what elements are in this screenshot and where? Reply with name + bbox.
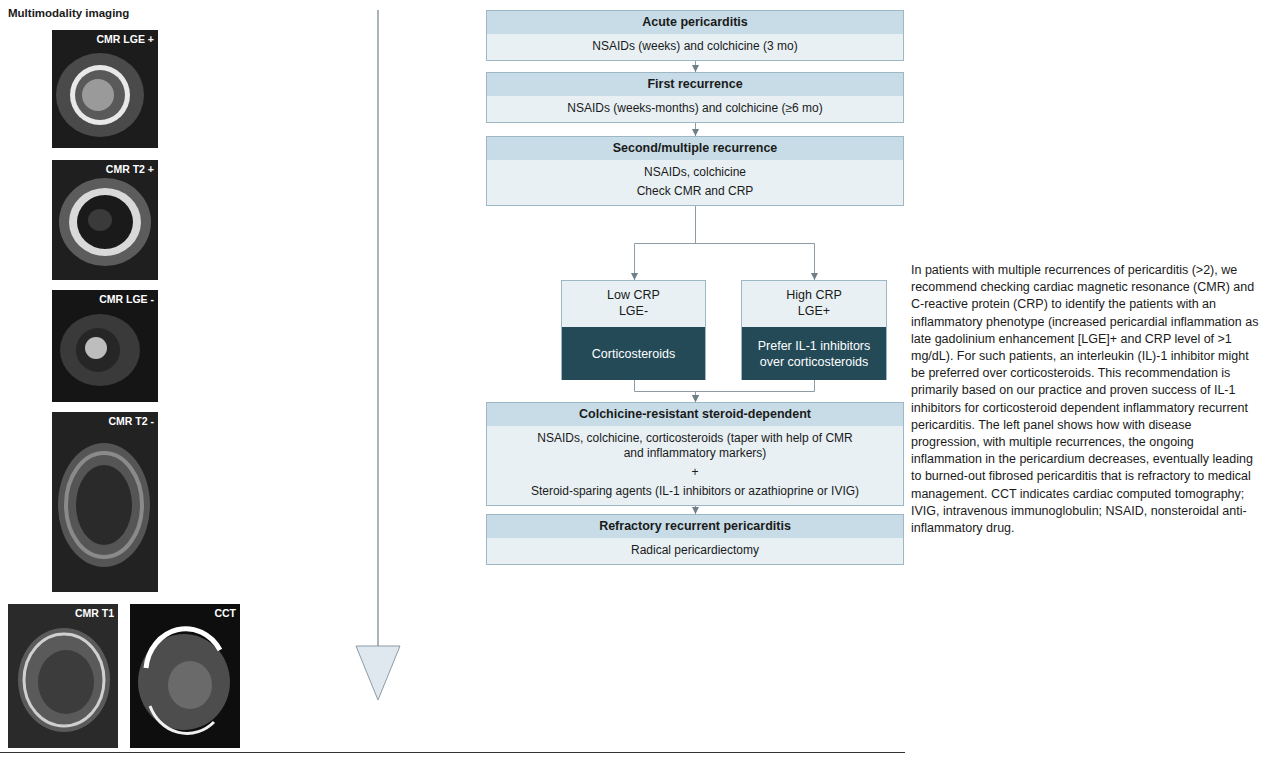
connector-arrow xyxy=(635,380,696,402)
section-label: Multimodality imaging xyxy=(8,7,208,19)
progression-arrow xyxy=(356,10,400,700)
box-heading: Colchicine-resistant steroid-dependent xyxy=(487,403,903,426)
box-body: NSAIDs, colchicine, corticosteroids (tap… xyxy=(487,426,903,463)
figure-caption: In patients with multiple recurrences of… xyxy=(911,262,1261,537)
mri-image xyxy=(52,160,158,280)
branch-box: High CRPLGE+ Prefer IL-1 inhibitors over … xyxy=(741,280,887,380)
box-body: Steroid-sparing agents (IL-1 inhibitors … xyxy=(487,482,903,505)
mri-image xyxy=(8,604,118,748)
process-box: Acute pericarditisNSAIDs (weeks) and col… xyxy=(486,10,904,61)
image-label: CMR LGE + xyxy=(52,33,154,45)
box-text: Low CRP xyxy=(562,281,705,303)
image-label: CMR T1 xyxy=(8,607,114,619)
box-heading: First recurrence xyxy=(487,73,903,96)
connector-arrow xyxy=(696,380,815,402)
branch-box: Low CRPLGE- Corticosteroids xyxy=(561,280,706,380)
box-heading: Second/multiple recurrence xyxy=(487,137,903,160)
process-box: Second/multiple recurrenceNSAIDs, colchi… xyxy=(486,136,904,206)
image-label: CCT xyxy=(130,607,236,619)
connector-arrow xyxy=(695,506,696,514)
box-text: Prefer IL-1 inhibitors over corticostero… xyxy=(742,334,886,374)
treatment-box: Prefer IL-1 inhibitors over corticostero… xyxy=(742,327,886,380)
process-box: Refractory recurrent pericarditisRadical… xyxy=(486,514,904,565)
connector-arrow xyxy=(695,123,696,136)
box-text: LGE+ xyxy=(742,303,886,319)
connector-arrow xyxy=(635,206,696,280)
mri-image xyxy=(52,412,158,592)
connector-arrow xyxy=(695,61,696,72)
box-body: NSAIDs (weeks) and colchicine (3 mo) xyxy=(487,34,903,60)
box-text: Corticosteroids xyxy=(582,342,685,366)
image-label: CMR T2 - xyxy=(52,415,154,427)
ct-image xyxy=(130,604,240,748)
connector-arrow xyxy=(696,206,815,280)
box-heading: Acute pericarditis xyxy=(487,11,903,34)
box-body: NSAIDs, colchicine xyxy=(487,160,903,182)
box-heading: Refractory recurrent pericarditis xyxy=(487,515,903,538)
box-body: NSAIDs (weeks-months) and colchicine (≥6… xyxy=(487,96,903,122)
box-text: High CRP xyxy=(742,281,886,303)
box-text: LGE- xyxy=(562,303,705,319)
process-box: First recurrenceNSAIDs (weeks-months) an… xyxy=(486,72,904,123)
mri-image xyxy=(52,30,158,148)
process-box: Colchicine-resistant steroid-dependentNS… xyxy=(486,402,904,506)
box-body: Radical pericardiectomy xyxy=(487,538,903,564)
image-label: CMR LGE - xyxy=(52,293,154,305)
mri-image xyxy=(52,290,158,402)
bottom-rule xyxy=(0,752,905,753)
box-body: Check CMR and CRP xyxy=(487,182,903,205)
box-body: + xyxy=(487,463,903,482)
image-label: CMR T2 + xyxy=(52,163,154,175)
treatment-box: Corticosteroids xyxy=(562,327,705,380)
